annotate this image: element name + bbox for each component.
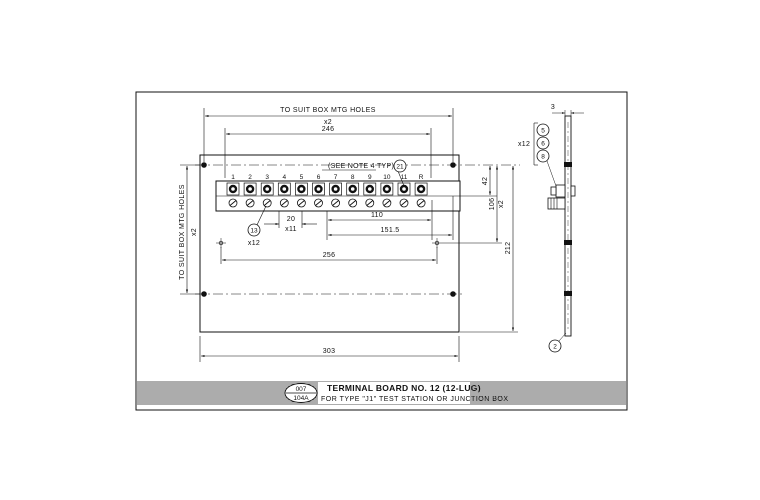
terminal-number: 6 bbox=[317, 174, 321, 181]
drawing-subtitle: FOR TYPE "J1" TEST STATION OR JUNCTION B… bbox=[321, 396, 509, 403]
svg-text:5: 5 bbox=[541, 128, 545, 135]
callout-13: 13 bbox=[250, 228, 258, 235]
terminal-lug bbox=[380, 182, 394, 208]
mounting-holes bbox=[201, 162, 456, 297]
callout-2: 2 bbox=[553, 344, 557, 351]
title-block: 007 104A TERMINAL BOARD NO. 12 (12-LUG) … bbox=[284, 382, 509, 404]
terminal-number: 7 bbox=[334, 174, 338, 181]
dim-holes-height-label: TO SUIT BOX MTG HOLES bbox=[179, 184, 186, 280]
callout-balloon-21 bbox=[393, 159, 407, 173]
dim-110: 110 bbox=[371, 212, 383, 219]
side-view: 3 x12 5 6 8 2 bbox=[518, 104, 584, 353]
side-lug-assembly bbox=[547, 184, 576, 210]
callout-13-mult: x12 bbox=[248, 240, 260, 247]
terminal-lugs bbox=[226, 182, 428, 208]
mounting-hole bbox=[201, 162, 207, 168]
dim-3: 3 bbox=[551, 104, 555, 111]
terminal-number: 10 bbox=[383, 174, 391, 181]
dim-212: 212 bbox=[505, 242, 512, 255]
dim-303: 303 bbox=[323, 348, 336, 355]
terminal-lug bbox=[329, 182, 342, 208]
dim-42: 42 bbox=[482, 177, 489, 185]
dim-106: 106 bbox=[489, 198, 496, 211]
terminal-number: 2 bbox=[248, 174, 252, 181]
terminal-lug bbox=[414, 182, 428, 208]
front-view: 1 2 3 4 5 6 7 8 9 10 11 R bbox=[195, 154, 520, 333]
callout-balloon-2 bbox=[548, 339, 562, 353]
svg-text:6: 6 bbox=[541, 141, 545, 148]
side-callout-8: 8 bbox=[536, 149, 550, 163]
terminal-number: 4 bbox=[282, 174, 286, 181]
terminal-lug bbox=[243, 182, 257, 208]
callout-balloon-13 bbox=[247, 223, 261, 237]
see-note-text: (SEE NOTE 4 TYP) bbox=[328, 163, 394, 170]
side-callout-6: 6 bbox=[536, 136, 550, 150]
terminal-number: R bbox=[419, 174, 424, 181]
svg-text:8: 8 bbox=[541, 154, 545, 161]
mounting-hole bbox=[201, 291, 207, 297]
dim-256: 256 bbox=[323, 252, 336, 259]
callout-21: 21 bbox=[396, 164, 404, 171]
side-callout-mult: x12 bbox=[518, 141, 530, 148]
drawing-code-bottom: 104A bbox=[293, 395, 309, 402]
terminal-lug bbox=[312, 182, 325, 208]
terminal-number: 8 bbox=[351, 174, 355, 181]
dim-246: 246 bbox=[322, 126, 335, 133]
dim-151: 151.5 bbox=[380, 227, 399, 234]
terminal-number: 3 bbox=[265, 174, 269, 181]
drawing-code-top: 007 bbox=[296, 386, 307, 393]
mounting-hole bbox=[450, 162, 456, 168]
terminal-lug bbox=[277, 182, 291, 208]
terminal-numbers: 1 2 3 4 5 6 7 8 9 10 11 R bbox=[231, 174, 424, 181]
dim-x11: x11 bbox=[285, 226, 297, 233]
terminal-number: 5 bbox=[300, 174, 304, 181]
drawing-title: TERMINAL BOARD NO. 12 (12-LUG) bbox=[327, 383, 481, 393]
terminal-board-plate bbox=[199, 154, 460, 333]
terminal-lug bbox=[260, 182, 274, 208]
dimension-labels: TO SUIT BOX MTG HOLES x2 246 256 303 TO … bbox=[179, 107, 512, 355]
terminal-lug bbox=[397, 182, 411, 208]
callouts: (SEE NOTE 4 TYP) 21 13 x12 bbox=[247, 159, 407, 247]
terminal-number: 9 bbox=[368, 174, 372, 181]
crosshair-hole bbox=[216, 238, 226, 248]
dimensions bbox=[180, 108, 518, 362]
terminal-lug bbox=[346, 182, 360, 208]
terminal-lug bbox=[226, 182, 240, 208]
dim-20: 20 bbox=[287, 216, 295, 223]
drawing-frame bbox=[135, 91, 628, 411]
side-callout-5: 5 bbox=[536, 123, 550, 137]
terminal-number: 1 bbox=[231, 174, 235, 181]
terminal-lug bbox=[295, 182, 308, 208]
dim-holes-height-mult: x2 bbox=[191, 228, 198, 236]
dim-holes-width-label: TO SUIT BOX MTG HOLES bbox=[280, 107, 376, 114]
terminal-lug bbox=[363, 182, 377, 208]
dim-holes-width-mult: x2 bbox=[324, 119, 332, 126]
crosshair-hole bbox=[432, 238, 442, 248]
mounting-hole bbox=[450, 291, 456, 297]
dim-106-mult: x2 bbox=[498, 200, 505, 208]
terminal-number: 11 bbox=[401, 174, 408, 181]
